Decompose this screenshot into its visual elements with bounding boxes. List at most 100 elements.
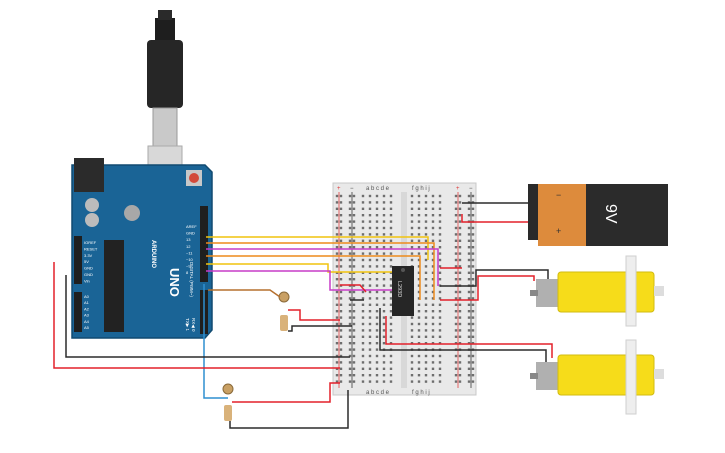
breadboard-hole[interactable] <box>389 297 393 300</box>
breadboard-hole[interactable] <box>458 246 462 249</box>
breadboard-hole[interactable] <box>339 335 343 338</box>
breadboard-hole[interactable] <box>389 367 393 370</box>
breadboard-hole[interactable] <box>361 278 365 281</box>
breadboard-hole[interactable] <box>375 374 379 377</box>
breadboard-hole[interactable] <box>339 278 343 281</box>
breadboard-hole[interactable] <box>454 361 458 364</box>
breadboard-hole[interactable] <box>361 194 365 198</box>
breadboard-hole[interactable] <box>335 310 339 313</box>
breadboard-hole[interactable] <box>438 226 442 230</box>
breadboard-hole[interactable] <box>467 303 471 306</box>
breadboard-hole[interactable] <box>389 335 393 338</box>
breadboard-hole[interactable] <box>431 361 435 364</box>
breadboard-hole[interactable] <box>471 374 475 377</box>
breadboard-hole[interactable] <box>375 239 379 242</box>
breadboard-hole[interactable] <box>389 233 393 236</box>
breadboard-hole[interactable] <box>471 246 475 249</box>
breadboard-hole[interactable] <box>454 297 458 300</box>
breadboard-hole[interactable] <box>410 194 414 198</box>
breadboard-hole[interactable] <box>375 354 379 358</box>
breadboard-hole[interactable] <box>361 342 365 345</box>
breadboard-hole[interactable] <box>348 380 352 383</box>
breadboard-hole[interactable] <box>410 239 414 242</box>
breadboard-hole[interactable] <box>375 367 379 370</box>
breadboard-hole[interactable] <box>424 265 428 268</box>
breadboard-hole[interactable] <box>417 367 421 370</box>
breadboard-hole[interactable] <box>361 239 365 242</box>
breadboard-hole[interactable] <box>382 367 386 370</box>
breadboard-hole[interactable] <box>348 233 352 236</box>
breadboard-hole[interactable] <box>382 316 386 319</box>
breadboard-hole[interactable] <box>431 284 435 287</box>
breadboard-hole[interactable] <box>361 214 365 217</box>
breadboard-hole[interactable] <box>454 220 458 223</box>
breadboard-hole[interactable] <box>389 246 393 249</box>
breadboard-hole[interactable] <box>458 374 462 377</box>
breadboard-hole[interactable] <box>431 297 435 300</box>
breadboard-hole[interactable] <box>375 290 379 294</box>
breadboard-hole[interactable] <box>389 322 393 326</box>
breadboard-hole[interactable] <box>382 226 386 230</box>
breadboard-hole[interactable] <box>424 201 428 204</box>
breadboard-hole[interactable] <box>431 354 435 358</box>
breadboard-hole[interactable] <box>382 246 386 249</box>
breadboard-hole[interactable] <box>467 310 471 313</box>
breadboard-hole[interactable] <box>438 265 442 268</box>
breadboard-hole[interactable] <box>352 271 356 274</box>
breadboard-hole[interactable] <box>424 278 428 281</box>
breadboard-hole[interactable] <box>368 271 372 274</box>
breadboard-hole[interactable] <box>417 329 421 332</box>
breadboard-hole[interactable] <box>467 226 471 230</box>
breadboard-hole[interactable] <box>361 329 365 332</box>
breadboard-hole[interactable] <box>458 316 462 319</box>
breadboard-hole[interactable] <box>368 322 372 326</box>
breadboard-hole[interactable] <box>467 297 471 300</box>
breadboard-hole[interactable] <box>389 239 393 242</box>
breadboard-hole[interactable] <box>417 380 421 383</box>
breadboard-hole[interactable] <box>471 278 475 281</box>
breadboard-hole[interactable] <box>410 233 414 236</box>
breadboard-hole[interactable] <box>352 380 356 383</box>
breadboard-hole[interactable] <box>375 310 379 313</box>
breadboard-hole[interactable] <box>471 367 475 370</box>
breadboard-hole[interactable] <box>368 258 372 262</box>
breadboard-hole[interactable] <box>352 303 356 306</box>
breadboard-hole[interactable] <box>471 290 475 294</box>
breadboard-hole[interactable] <box>335 246 339 249</box>
breadboard-hole[interactable] <box>471 226 475 230</box>
breadboard-hole[interactable] <box>382 303 386 306</box>
breadboard-hole[interactable] <box>389 329 393 332</box>
breadboard-hole[interactable] <box>382 322 386 326</box>
breadboard-hole[interactable] <box>467 271 471 274</box>
breadboard-hole[interactable] <box>348 367 352 370</box>
breadboard-hole[interactable] <box>375 278 379 281</box>
breadboard-hole[interactable] <box>458 207 462 210</box>
breadboard-hole[interactable] <box>382 271 386 274</box>
breadboard-hole[interactable] <box>339 233 343 236</box>
breadboard-hole[interactable] <box>458 380 462 383</box>
breadboard-hole[interactable] <box>352 220 356 223</box>
breadboard-hole[interactable] <box>361 297 365 300</box>
breadboard-hole[interactable] <box>361 258 365 262</box>
breadboard-hole[interactable] <box>375 252 379 255</box>
breadboard-hole[interactable] <box>424 380 428 383</box>
breadboard-hole[interactable] <box>339 316 343 319</box>
breadboard-hole[interactable] <box>467 194 471 198</box>
breadboard-hole[interactable] <box>348 303 352 306</box>
breadboard-hole[interactable] <box>348 265 352 268</box>
breadboard-hole[interactable] <box>368 342 372 345</box>
breadboard-hole[interactable] <box>339 310 343 313</box>
breadboard-hole[interactable] <box>348 194 352 198</box>
breadboard-hole[interactable] <box>417 310 421 313</box>
breadboard-hole[interactable] <box>361 226 365 230</box>
breadboard-hole[interactable] <box>471 329 475 332</box>
breadboard-hole[interactable] <box>424 258 428 262</box>
breadboard-hole[interactable] <box>431 374 435 377</box>
breadboard-hole[interactable] <box>352 233 356 236</box>
breadboard-hole[interactable] <box>339 322 343 326</box>
breadboard-hole[interactable] <box>361 284 365 287</box>
breadboard-hole[interactable] <box>454 367 458 370</box>
breadboard-hole[interactable] <box>438 246 442 249</box>
breadboard-hole[interactable] <box>454 278 458 281</box>
